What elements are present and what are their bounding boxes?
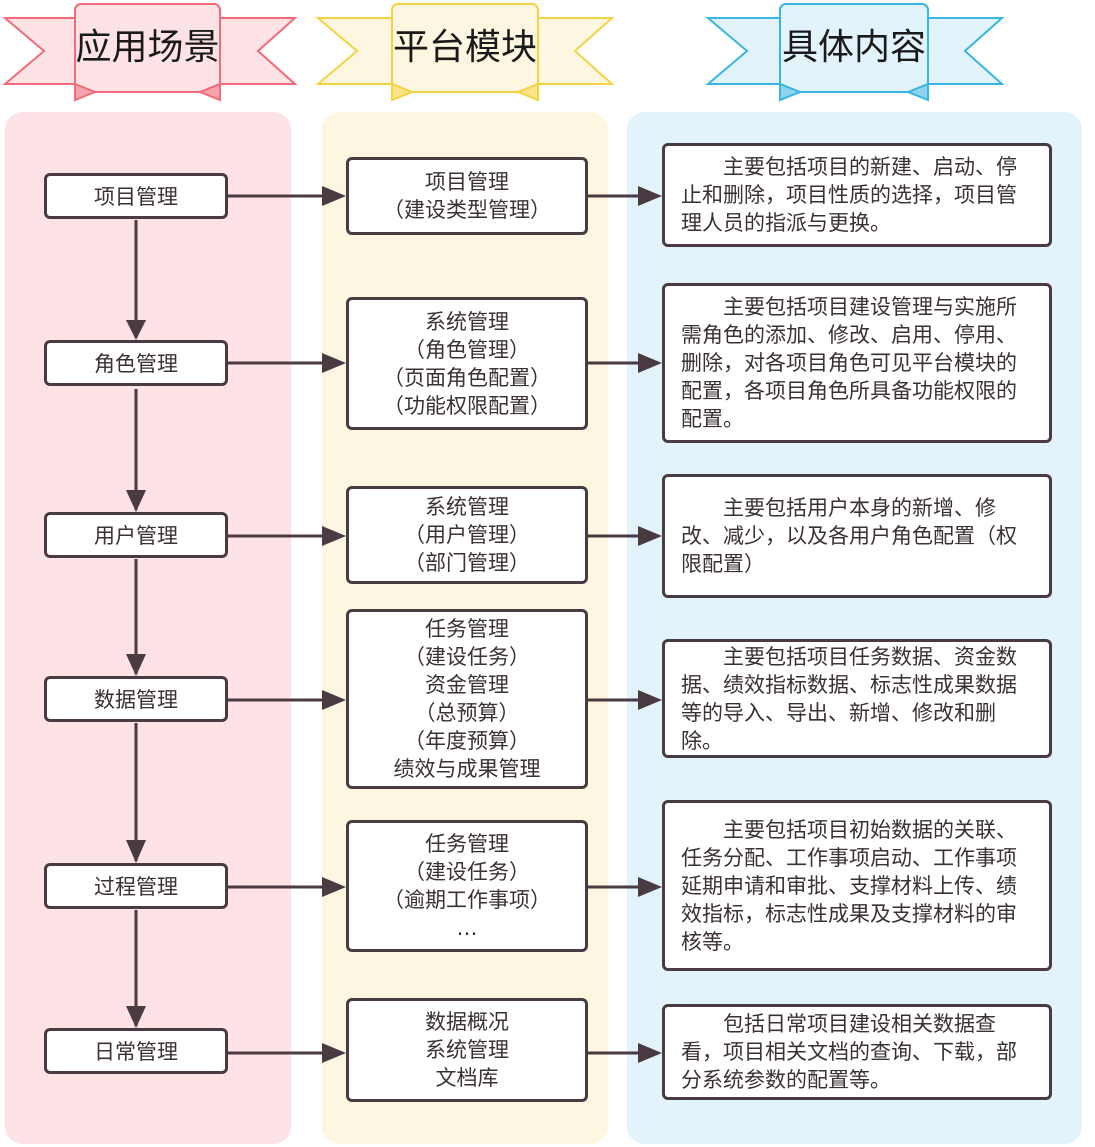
scene-header: 应用场景 — [75, 27, 220, 68]
module-line: … — [456, 916, 478, 940]
content-ribbon — [705, 3, 1005, 102]
detail-box-6: 包括日常项目建设相关数据查看，项目相关文档的查询、下载，部分系统参数的配置等。 — [662, 1004, 1052, 1100]
scene-label: 数据管理 — [94, 688, 178, 712]
module-line: （建设任务） — [404, 860, 530, 884]
scene-ribbon — [2, 3, 298, 102]
detail-box-2: 主要包括项目建设管理与实施所需角色的添加、修改、启用、停用、删除，对各项目角色可… — [662, 283, 1052, 443]
module-box-6: 数据概况 系统管理 文档库 — [346, 998, 588, 1102]
module-line: （部门管理） — [404, 551, 530, 575]
module-box-2: 系统管理 （角色管理） （页面角色配置） （功能权限配置） — [346, 297, 588, 430]
module-line: 资金管理 — [425, 673, 509, 697]
module-box-4: 任务管理 （建设任务） 资金管理 （总预算） （年度预算） 绩效与成果管理 — [346, 609, 588, 789]
module-line: 任务管理 — [425, 617, 509, 641]
module-line: （页面角色配置） — [383, 365, 551, 390]
scene-box-daily: 日常管理 — [44, 1028, 228, 1074]
header-banners — [2, 3, 1005, 102]
detail-text: 主要包括用户本身的新增、修改、减少，以及各用户角色配置（权限配置） — [681, 496, 1017, 576]
detail-text: 包括日常项目建设相关数据查看，项目相关文档的查询、下载，部分系统参数的配置等。 — [681, 1012, 1017, 1092]
scene-label: 项目管理 — [94, 185, 178, 209]
scene-box-data: 数据管理 — [44, 676, 228, 722]
detail-text: 主要包括项目建设管理与实施所需角色的添加、修改、启用、停用、删除，对各项目角色可… — [681, 295, 1017, 431]
module-line: （建设任务） — [404, 645, 530, 669]
module-line: 绩效与成果管理 — [393, 757, 541, 781]
detail-text: 主要包括项目任务数据、资金数据、绩效指标数据、标志性成果数据等的导入、导出、新增… — [681, 644, 1017, 753]
module-header: 平台模块 — [392, 27, 537, 68]
scene-label: 日常管理 — [94, 1040, 178, 1064]
module-line: （总预算） — [414, 701, 520, 725]
scene-box-process: 过程管理 — [44, 863, 228, 909]
module-line: （角色管理） — [404, 337, 530, 362]
scene-box-user: 用户管理 — [44, 512, 228, 558]
detail-box-4: 主要包括项目任务数据、资金数据、绩效指标数据、标志性成果数据等的导入、导出、新增… — [662, 639, 1052, 758]
detail-text: 主要包括项目初始数据的关联、任务分配、工作事项启动、工作事项延期申请和审批、支撑… — [681, 817, 1017, 954]
module-line: 任务管理 — [425, 832, 509, 856]
detail-text: 主要包括项目的新建、启动、停止和删除，项目性质的选择，项目管理人员的指派与更换。 — [681, 155, 1017, 235]
module-line: 系统管理 — [425, 309, 509, 334]
module-line: 文档库 — [435, 1066, 499, 1090]
module-box-3: 系统管理 （用户管理） （部门管理） — [346, 486, 588, 584]
module-line: （逾期工作事项） — [383, 888, 551, 912]
detail-box-3: 主要包括用户本身的新增、修改、减少，以及各用户角色配置（权限配置） — [662, 474, 1052, 598]
scene-label: 角色管理 — [94, 352, 178, 376]
scene-label: 用户管理 — [94, 524, 178, 548]
module-ribbon — [315, 3, 615, 102]
module-line: （建设类型管理） — [383, 198, 551, 222]
scene-column-background — [5, 112, 291, 1144]
detail-box-5: 主要包括项目初始数据的关联、任务分配、工作事项启动、工作事项延期申请和审批、支撑… — [662, 800, 1052, 971]
scene-box-role: 角色管理 — [44, 340, 228, 386]
module-line: （功能权限配置） — [383, 393, 551, 418]
module-box-1: 项目管理 （建设类型管理） — [346, 157, 588, 235]
module-line: 系统管理 — [425, 1038, 509, 1062]
content-header: 具体内容 — [781, 27, 926, 68]
module-line: （年度预算） — [404, 729, 530, 753]
scene-box-project: 项目管理 — [44, 173, 228, 219]
detail-box-1: 主要包括项目的新建、启动、停止和删除，项目性质的选择，项目管理人员的指派与更换。 — [662, 143, 1052, 247]
module-line: 项目管理 — [425, 170, 509, 194]
module-line: 数据概况 — [425, 1010, 509, 1034]
module-line: （用户管理） — [404, 523, 530, 547]
module-box-5: 任务管理 （建设任务） （逾期工作事项） … — [346, 820, 588, 952]
module-line: 系统管理 — [425, 495, 509, 519]
scene-label: 过程管理 — [94, 875, 178, 899]
